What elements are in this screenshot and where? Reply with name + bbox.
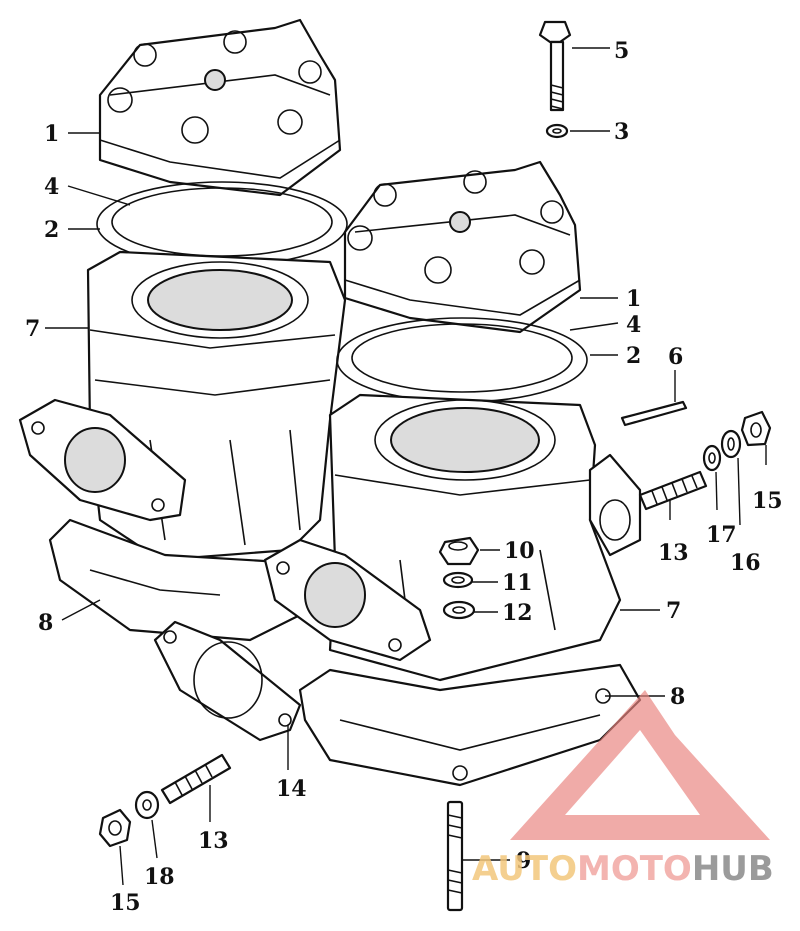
washer-3	[545, 123, 569, 139]
callout-18: 18	[144, 864, 175, 890]
callout-12: 12	[502, 600, 533, 626]
callout-8-right: 8	[670, 684, 685, 710]
watermark-logo-inner-icon	[590, 770, 660, 815]
pin-6	[620, 400, 688, 427]
nut-10	[438, 536, 480, 566]
callout-15-left: 15	[110, 890, 141, 916]
watermark-word-auto: AUTO	[472, 849, 577, 889]
left-cylinder-head	[98, 18, 342, 197]
automotohub-watermark: AUTOMOTOHUB	[472, 690, 774, 889]
callout-13-left: 13	[198, 828, 229, 854]
callout-3: 3	[614, 119, 629, 145]
right-exhaust-flange	[263, 538, 432, 662]
callout-5: 5	[614, 38, 629, 64]
watermark-logo-icon	[510, 690, 770, 840]
washer-18	[134, 790, 160, 820]
right-head-gasket	[336, 317, 588, 403]
callout-11: 11	[502, 570, 533, 596]
washer-12	[442, 600, 476, 620]
callout-4-left: 4	[44, 174, 59, 200]
callout-8-left: 8	[38, 610, 53, 636]
callout-13-right: 13	[658, 540, 689, 566]
washer-16	[720, 429, 742, 459]
callout-9: 9	[516, 848, 531, 874]
nut-15-right	[740, 410, 772, 447]
callout-2-right: 2	[626, 343, 641, 369]
nut-15-left	[98, 808, 132, 848]
callout-10: 10	[504, 538, 535, 564]
lock-washer-11	[442, 571, 474, 589]
callout-6: 6	[668, 344, 683, 370]
watermark-word-moto: MOTO	[577, 849, 692, 889]
right-cylinder-head	[343, 160, 582, 334]
leader-lines	[45, 47, 767, 886]
svg-text:AUTOMOTOHUB: AUTOMOTOHUB	[472, 849, 774, 889]
callout-15-right: 15	[752, 488, 783, 514]
callout-7-left: 7	[25, 316, 40, 342]
stud-13-right	[638, 470, 708, 511]
callout-2-left: 2	[44, 217, 59, 243]
stud-13-left	[160, 753, 232, 805]
bolt-5	[538, 20, 572, 112]
washer-17	[702, 444, 722, 472]
watermark-word-hub: HUB	[692, 849, 774, 889]
callout-16: 16	[730, 550, 761, 576]
callout-1-right: 1	[626, 286, 641, 312]
exhaust-gasket	[153, 620, 302, 742]
callout-4-right: 4	[626, 312, 641, 338]
callout-17: 17	[706, 522, 737, 548]
callout-1-left: 1	[44, 121, 59, 147]
right-intake-port	[588, 453, 642, 557]
callout-14: 14	[276, 776, 307, 802]
callout-7-right: 7	[666, 598, 681, 624]
stud-9	[446, 800, 464, 912]
left-exhaust-flange	[18, 398, 187, 522]
callout-labels: 1 4 2 7 8 5 3 1 4 2 6 15 16 17 13 10 11 …	[25, 38, 783, 916]
